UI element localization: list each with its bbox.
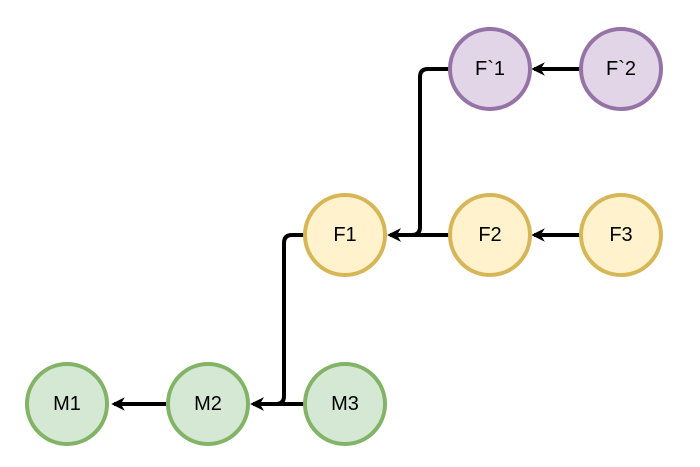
commit-label-fp1: F`1 (475, 58, 505, 80)
edge-f1-m2 (250, 233, 305, 411)
commit-label-m2: M2 (194, 393, 222, 415)
commit-label-f1: F1 (333, 224, 356, 246)
commit-node-f3: F3 (579, 193, 663, 277)
commit-node-m3: M3 (303, 362, 387, 446)
commit-label-m1: M1 (53, 393, 81, 415)
commit-node-f2: F2 (448, 193, 532, 277)
commit-label-m3: M3 (331, 393, 359, 415)
commit-node-m1: M1 (25, 362, 109, 446)
commit-node-m2: M2 (166, 362, 250, 446)
edge-fp1-f1 (387, 67, 450, 242)
commit-label-fp2: F`2 (606, 58, 636, 80)
nodes: M1 M2 M3 F1 F2 F3 F`1 F`2 (25, 27, 663, 446)
edges (111, 62, 581, 411)
commit-node-fp2: F`2 (579, 27, 663, 111)
commit-node-fp1: F`1 (448, 27, 532, 111)
commit-label-f2: F2 (478, 224, 501, 246)
commit-node-f1: F1 (303, 193, 387, 277)
commit-label-f3: F3 (609, 224, 632, 246)
